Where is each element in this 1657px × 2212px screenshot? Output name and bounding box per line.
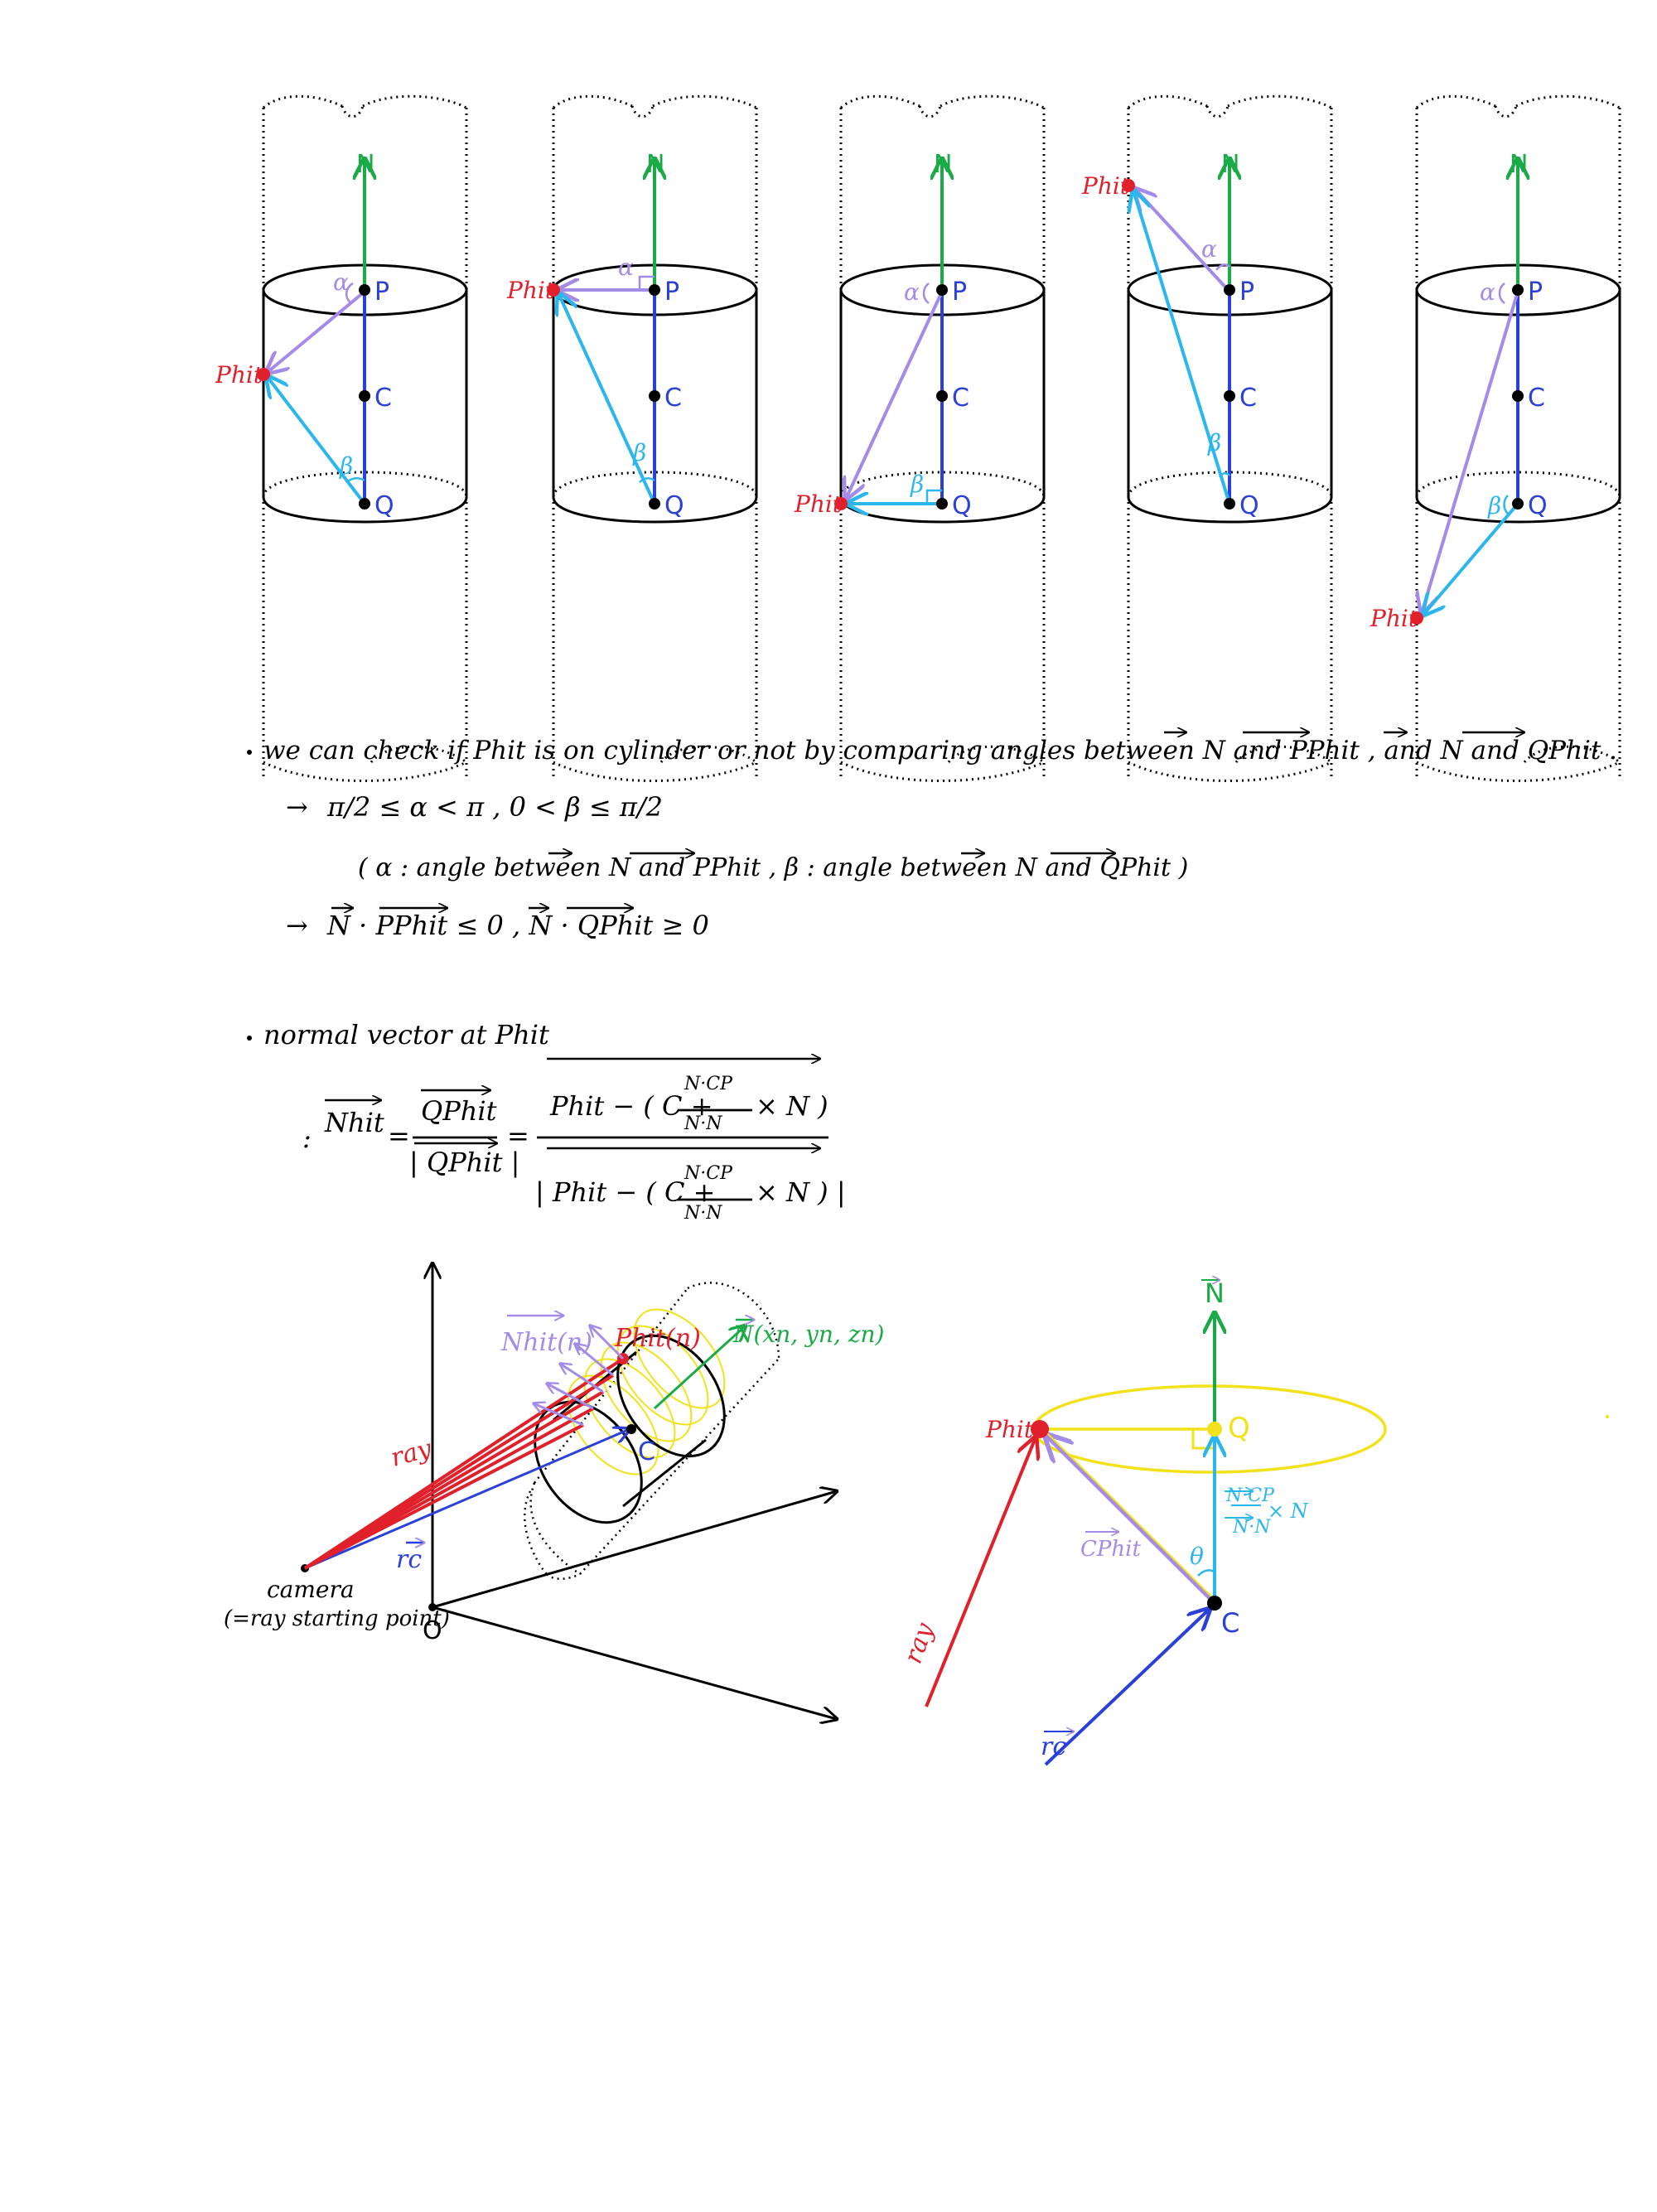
label-p: P	[664, 278, 679, 307]
detail-diagram: N Q C Phit CPhit θ N·CP N·N × N ray rc	[899, 1277, 1609, 1766]
label-origin: O	[423, 1616, 442, 1645]
dot-product-line: N · PPhit ≤ 0 , N · QPhit ≥ 0	[327, 910, 709, 941]
label-camera: camera	[267, 1576, 355, 1603]
label-beta: β	[339, 452, 353, 480]
label-c: C	[374, 384, 392, 413]
label-phit: Phit	[215, 361, 263, 389]
arrow-1: →	[286, 791, 308, 823]
label-phit: Phit	[506, 277, 555, 304]
label-ray-detail: ray	[899, 1619, 940, 1668]
label-p: P	[374, 278, 389, 307]
label-n: N	[934, 150, 952, 179]
formula-frac2-den-proj-num: N·CP	[684, 1163, 732, 1184]
cylinder-case-5: N P C Q α β Phit	[1370, 94, 1621, 783]
label-phit: Phit	[1370, 605, 1418, 632]
formula-frac1-num: QPhit	[421, 1095, 497, 1127]
formula-frac2-den-proj-den: N·N	[684, 1203, 722, 1224]
formula-frac2-num-end: × N )	[756, 1090, 828, 1122]
label-c: C	[1239, 384, 1257, 413]
label-rc-3d: rc	[396, 1545, 422, 1574]
label-alpha: α	[904, 278, 920, 306]
cylinder-case-4: N P C Q α β Phit	[1081, 94, 1333, 783]
check-line: we can check if Phit is on cylinder or n…	[263, 736, 1618, 766]
label-c-3d: C	[638, 1437, 655, 1466]
definitions-line: ( α : angle between N and PPhit , β : an…	[358, 853, 1189, 882]
formula-frac2-den: | Phit − ( C +	[535, 1176, 716, 1208]
label-alpha: α	[618, 254, 634, 281]
label-nhit-n: Nhit(n)	[500, 1328, 592, 1357]
label-rc-detail: rc	[1041, 1732, 1066, 1761]
normal-title: normal vector at Phit	[263, 1019, 549, 1050]
cylinder-case-2: N P C Q α β Phit	[506, 94, 758, 783]
label-alpha: α	[333, 268, 349, 296]
label-p: P	[1239, 278, 1254, 307]
label-phit-detail: Phit	[985, 1416, 1034, 1443]
label-n-detail: N	[1205, 1277, 1225, 1309]
label-proj-num: N·CP	[1225, 1485, 1275, 1506]
label-q: Q	[952, 491, 972, 520]
label-proj-den: N·N	[1232, 1517, 1271, 1538]
label-beta: β	[632, 439, 646, 466]
label-phit: Phit	[794, 490, 843, 518]
label-n: N	[646, 150, 664, 179]
label-q: Q	[374, 491, 394, 520]
label-beta: β	[1487, 492, 1501, 519]
range-line: π/2 ≤ α < π , 0 < β ≤ π/2	[327, 791, 663, 823]
formula-frac2-num-proj-num: N·CP	[684, 1074, 732, 1094]
bullet-1	[247, 750, 252, 755]
label-n: N	[1510, 150, 1528, 179]
formula-frac2-den-end: × N ) |	[756, 1176, 846, 1208]
label-beta: β	[1207, 429, 1221, 456]
label-times-n: × N	[1268, 1500, 1309, 1523]
label-q-detail: Q	[1228, 1412, 1250, 1445]
label-theta: θ	[1190, 1543, 1204, 1570]
formula-nhit: Nhit	[325, 1107, 384, 1138]
label-n: N	[356, 150, 374, 179]
label-q: Q	[1239, 491, 1259, 520]
label-cphit: CPhit	[1080, 1537, 1141, 1562]
fraction-bars	[413, 1108, 828, 1201]
cylinder-case-1: N P C Q α β Phit	[215, 94, 468, 783]
cylinder-case-3: N P C Q α β Phit	[794, 94, 1046, 783]
formula-colon: :	[302, 1123, 312, 1154]
label-q: Q	[664, 491, 684, 520]
formula-eq2: =	[507, 1120, 529, 1152]
formula-frac2-num-proj-den: N·N	[684, 1113, 722, 1134]
arrow-2: →	[286, 910, 308, 941]
formula-eq1: =	[388, 1120, 410, 1152]
scene-3d: Nhit(n) Phit(n) N(xn, yn, zn) C ray rc c…	[224, 1263, 884, 1719]
bullet-2	[247, 1036, 252, 1041]
label-phit-n: Phit(n)	[614, 1324, 701, 1353]
label-camera-note: (=ray starting point)	[224, 1606, 450, 1631]
label-ray-3d: ray	[388, 1434, 436, 1473]
label-c: C	[952, 384, 969, 413]
label-n-coords: N(xn, yn, zn)	[732, 1321, 884, 1348]
label-c-detail: C	[1221, 1607, 1239, 1639]
label-alpha: α	[1480, 278, 1495, 306]
label-p: P	[1528, 278, 1543, 307]
label-n: N	[1221, 150, 1239, 179]
label-c: C	[664, 384, 682, 413]
label-p: P	[952, 278, 967, 307]
formula-frac2-num: Phit − ( C +	[550, 1090, 713, 1122]
label-alpha: α	[1201, 235, 1217, 263]
label-beta: β	[910, 471, 924, 498]
text-vector-arrows	[325, 732, 1524, 1148]
label-q: Q	[1528, 491, 1548, 520]
label-c: C	[1528, 384, 1545, 413]
formula-frac1-den: | QPhit |	[409, 1147, 520, 1178]
label-phit: Phit	[1081, 172, 1130, 200]
